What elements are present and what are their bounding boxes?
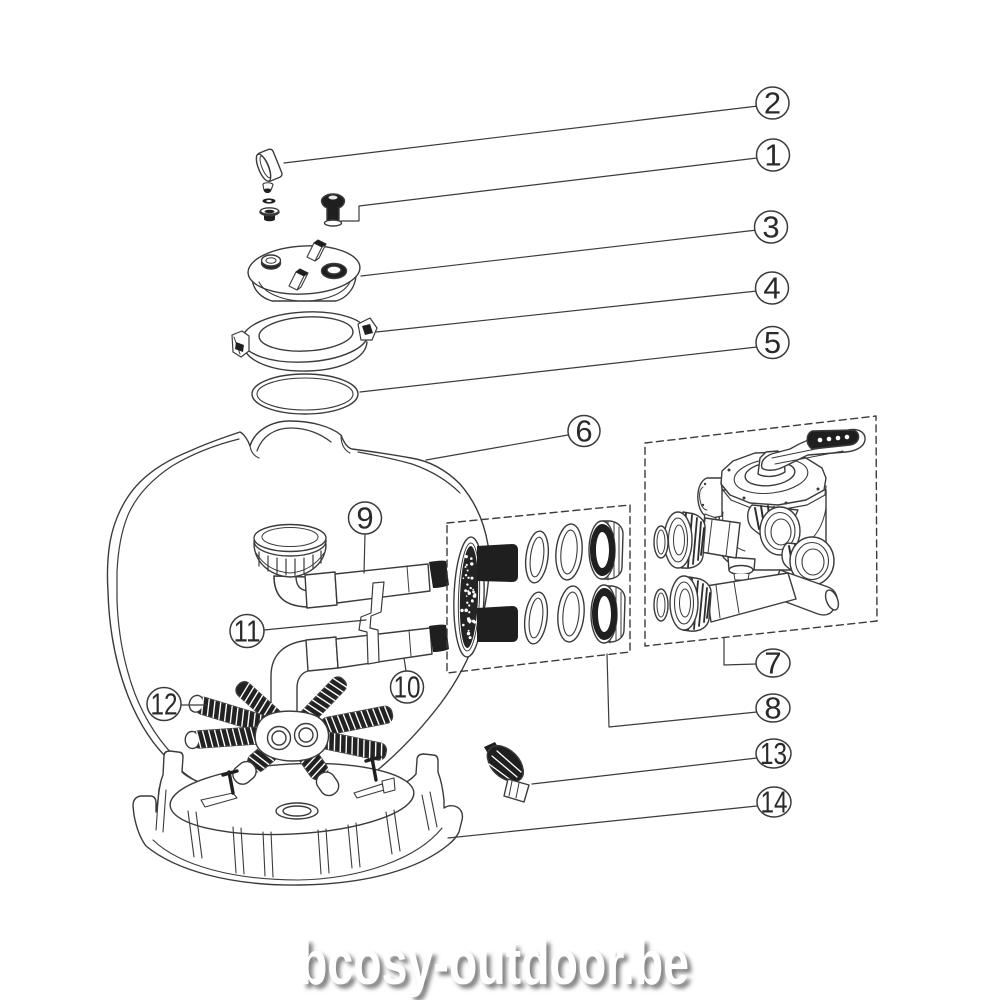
svg-text:9: 9 bbox=[356, 501, 373, 536]
svg-text:11: 11 bbox=[234, 614, 261, 649]
svg-text:3: 3 bbox=[762, 210, 779, 245]
svg-text:6: 6 bbox=[575, 414, 592, 449]
svg-text:1: 1 bbox=[764, 138, 781, 173]
svg-text:14: 14 bbox=[761, 785, 788, 820]
svg-text:bcosy-outdoor.be: bcosy-outdoor.be bbox=[303, 933, 693, 1000]
svg-text:5: 5 bbox=[764, 325, 781, 360]
svg-text:bcosy-outdoor.be: bcosy-outdoor.be bbox=[299, 929, 689, 998]
svg-text:12: 12 bbox=[151, 687, 178, 722]
svg-text:13: 13 bbox=[760, 736, 787, 771]
svg-text:10: 10 bbox=[394, 670, 421, 705]
svg-text:7: 7 bbox=[764, 646, 781, 681]
svg-text:2: 2 bbox=[764, 86, 781, 121]
svg-text:4: 4 bbox=[763, 271, 780, 306]
svg-text:8: 8 bbox=[764, 691, 781, 726]
